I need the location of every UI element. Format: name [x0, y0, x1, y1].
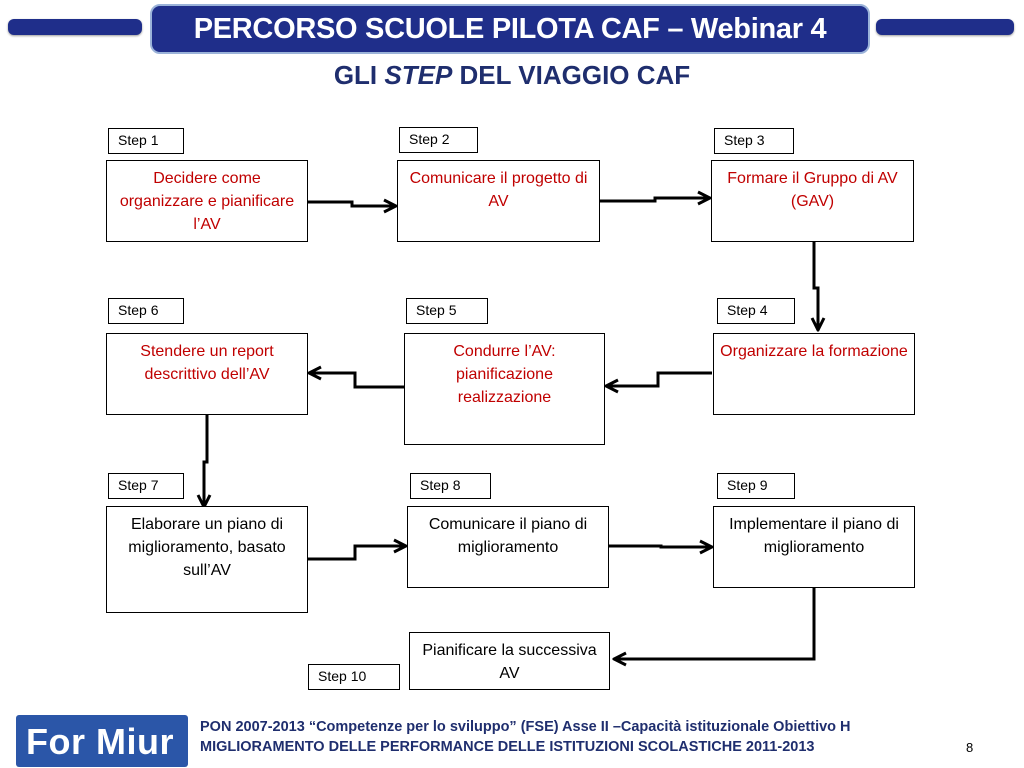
footer-text: PON 2007-2013 “Competenze per lo svilupp… — [200, 717, 851, 757]
step-label-10: Step 10 — [308, 664, 400, 690]
arrow-step1-step2 — [307, 202, 396, 206]
step-box-10: Pianificare la successiva AV — [409, 632, 610, 690]
step-box-7: Elaborare un piano di miglioramento, bas… — [106, 506, 308, 613]
subtitle-pre: GLI — [333, 60, 385, 90]
logo-text: For Miur — [26, 721, 174, 762]
page-title: PERCORSO SCUOLE PILOTA CAF – Webinar 4 — [150, 4, 870, 54]
footer-line-1: PON 2007-2013 “Competenze per lo svilupp… — [200, 719, 851, 735]
step-box-1: Decidere come organizzare e pianificare … — [106, 160, 308, 242]
arrow-step6-step7 — [204, 415, 207, 507]
step-label-5: Step 5 — [406, 298, 488, 324]
step-label-4: Step 4 — [717, 298, 795, 324]
step-box-5: Condurre l’AV: pianificazione realizzazi… — [404, 333, 605, 445]
step-box-3: Formare il Gruppo di AV (GAV) — [711, 160, 914, 242]
arrow-step4-step5 — [606, 371, 712, 386]
step-box-9: Implementare il piano di miglioramento — [713, 506, 915, 588]
subtitle-em: STEP — [384, 60, 453, 90]
step-label-6: Step 6 — [108, 298, 184, 324]
footer-line-2: MIGLIORAMENTO DELLE PERFORMANCE DELLE IS… — [200, 739, 815, 755]
step-label-8: Step 8 — [410, 473, 491, 499]
page-subtitle: GLI STEP DEL VIAGGIO CAF — [0, 60, 1024, 91]
subtitle-post: DEL VIAGGIO CAF — [452, 60, 691, 90]
step-label-3: Step 3 — [714, 128, 794, 154]
header-right-bar — [876, 19, 1014, 35]
formiur-logo: For Miur — [16, 715, 188, 767]
step-label-7: Step 7 — [108, 473, 184, 499]
step-label-2: Step 2 — [399, 127, 478, 153]
arrow-step9-step10 — [614, 588, 816, 659]
arrow-step3-step4 — [814, 242, 818, 330]
page-number: 8 — [966, 740, 974, 755]
arrow-step5-step6 — [309, 373, 404, 389]
arrow-step8-step9 — [609, 546, 712, 547]
step-label-9: Step 9 — [717, 473, 795, 499]
step-label-1: Step 1 — [108, 128, 184, 154]
step-box-6: Stendere un report descrittivo dell’AV — [106, 333, 308, 415]
step-box-2: Comunicare il progetto di AV — [397, 160, 600, 242]
step-box-8: Comunicare il piano di miglioramento — [407, 506, 609, 588]
arrow-step7-step8 — [308, 546, 406, 561]
arrow-step2-step3 — [600, 198, 710, 201]
header-left-bar — [8, 19, 142, 35]
step-box-4: Organizzare la formazione — [713, 333, 915, 415]
